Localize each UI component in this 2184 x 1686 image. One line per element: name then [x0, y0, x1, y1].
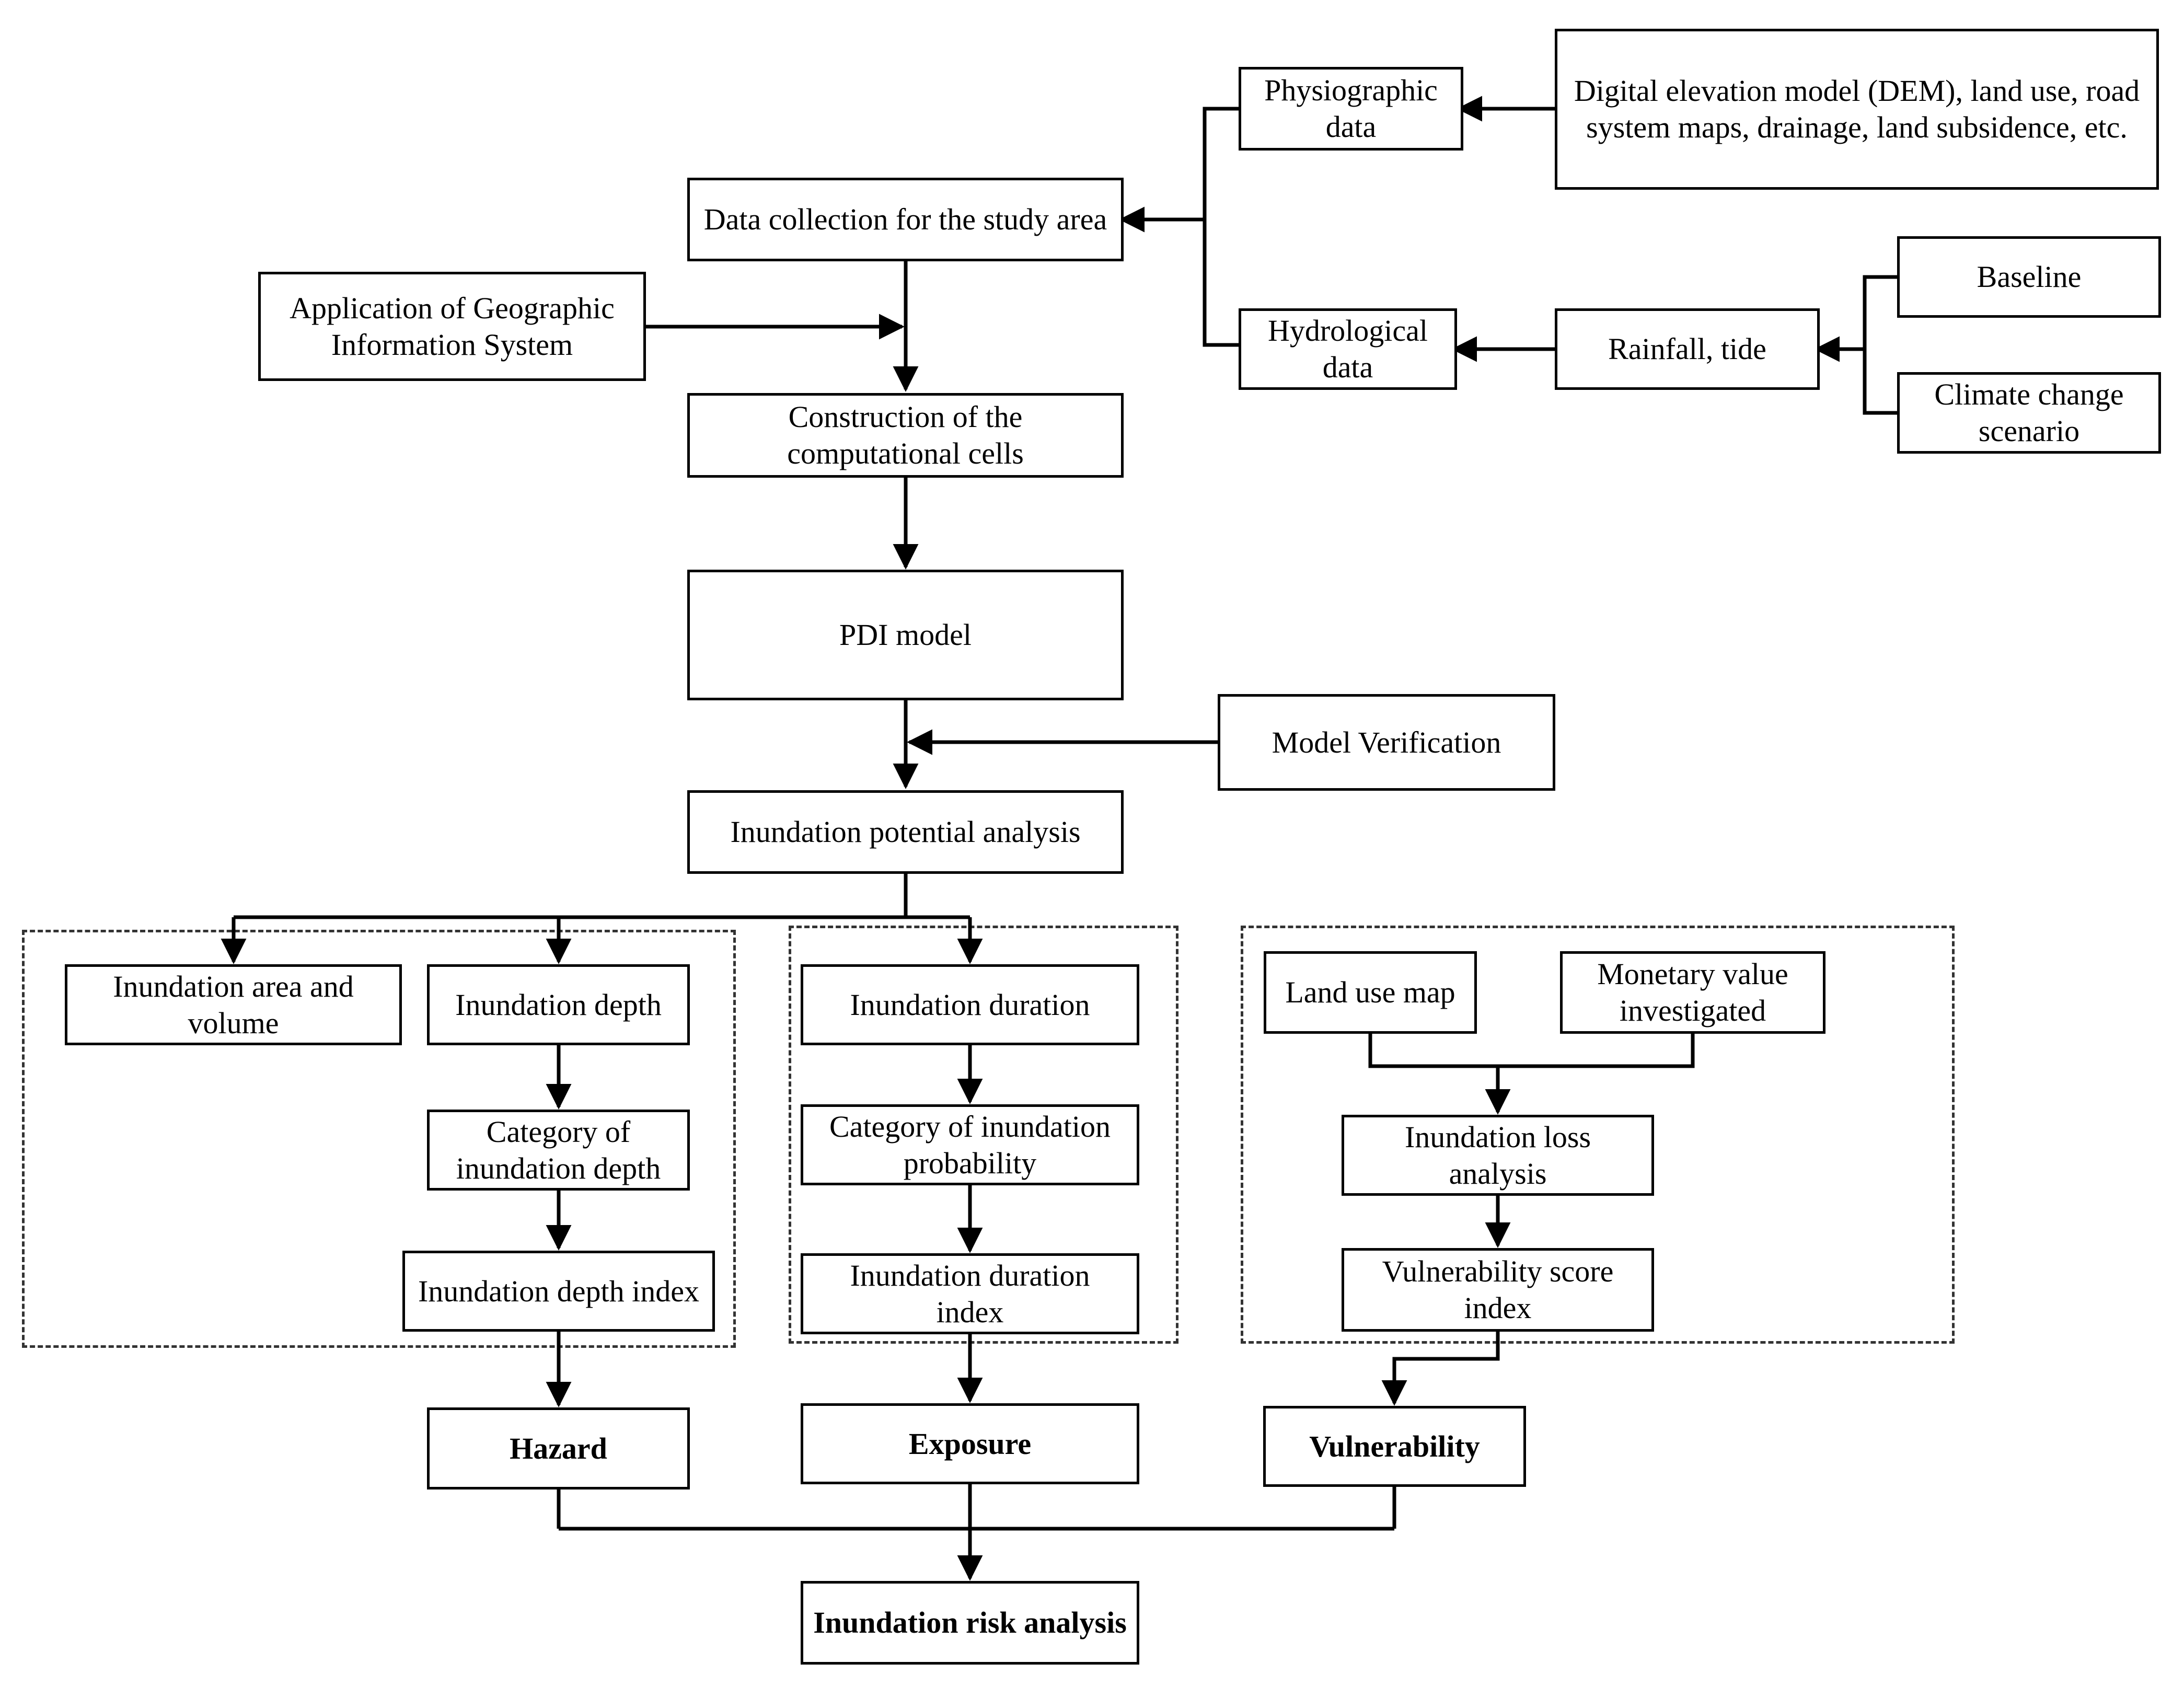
climate-change-box: Climate change scenario: [1897, 372, 2161, 454]
line-physiographic-bracket: [1203, 107, 1239, 347]
vulnerability-box: Vulnerability: [1263, 1406, 1526, 1487]
vulnerability-score-box: Vulnerability score index: [1342, 1248, 1654, 1332]
depth-index-box: Inundation depth index: [402, 1251, 715, 1332]
exposure-group-frame: [789, 926, 1178, 1344]
arrow-score-to-vulnerability: [1381, 1332, 1500, 1406]
category-probability-label: Category of inundation probability: [829, 1109, 1111, 1180]
vulnerability-score-label: Vulnerability score index: [1382, 1254, 1614, 1325]
physiographic-data-box: Physiographic data: [1239, 67, 1463, 151]
hydrological-data-label: Hydrological data: [1267, 314, 1428, 384]
model-verification-box: Model Verification: [1218, 694, 1555, 791]
category-depth-label: Category of inundation depth: [456, 1114, 661, 1185]
vulnerability-group-frame: [1241, 926, 1955, 1344]
gis-label: Application of Geographic Information Sy…: [290, 291, 615, 362]
exposure-box: Exposure: [801, 1403, 1139, 1484]
data-collection-label: Data collection for the study area: [703, 202, 1107, 237]
exposure-label: Exposure: [908, 1426, 1032, 1461]
depth-index-label: Inundation depth index: [418, 1274, 699, 1308]
inundation-potential-box: Inundation potential analysis: [687, 790, 1124, 874]
inundation-loss-label: Inundation loss analysis: [1404, 1119, 1591, 1191]
category-depth-box: Category of inundation depth: [427, 1110, 690, 1191]
hydrological-data-box: Hydrological data: [1239, 308, 1457, 390]
line-scenario-bracket: [1863, 275, 1897, 415]
hazard-box: Hazard: [427, 1407, 690, 1489]
line-landuse-monetary-merge: [1368, 1034, 1695, 1068]
gis-box: Application of Geographic Information Sy…: [258, 272, 646, 381]
monetary-value-label: Monetary value investigated: [1597, 957, 1788, 1027]
rainfall-tide-box: Rainfall, tide: [1555, 308, 1820, 390]
area-volume-label: Inundation area and volume: [113, 969, 354, 1040]
hazard-label: Hazard: [510, 1431, 607, 1465]
category-probability-box: Category of inundation probability: [801, 1104, 1139, 1185]
dem-label: Digital elevation model (DEM), land use,…: [1574, 74, 2140, 144]
inundation-depth-box: Inundation depth: [427, 964, 690, 1045]
model-verification-label: Model Verification: [1272, 725, 1501, 759]
inundation-duration-box: Inundation duration: [801, 964, 1139, 1045]
construction-label: Construction of the computational cells: [787, 400, 1024, 470]
pdi-model-box: PDI model: [687, 570, 1124, 700]
land-use-map-label: Land use map: [1285, 975, 1455, 1010]
vulnerability-label: Vulnerability: [1309, 1429, 1480, 1463]
inundation-risk-label: Inundation risk analysis: [813, 1606, 1127, 1640]
climate-change-label: Climate change scenario: [1934, 377, 2124, 448]
inundation-duration-label: Inundation duration: [850, 987, 1090, 1022]
inundation-depth-label: Inundation depth: [455, 987, 662, 1022]
construction-box: Construction of the computational cells: [687, 393, 1124, 478]
area-volume-box: Inundation area and volume: [65, 964, 402, 1045]
inundation-risk-box: Inundation risk analysis: [801, 1581, 1139, 1665]
duration-index-label: Inundation duration index: [850, 1258, 1090, 1329]
inundation-loss-box: Inundation loss analysis: [1342, 1115, 1654, 1196]
pdi-model-label: PDI model: [839, 618, 972, 652]
data-collection-box: Data collection for the study area: [687, 178, 1124, 261]
duration-index-box: Inundation duration index: [801, 1253, 1139, 1334]
hazard-group-frame: [22, 930, 736, 1348]
inundation-potential-label: Inundation potential analysis: [730, 815, 1081, 849]
rainfall-tide-label: Rainfall, tide: [1608, 332, 1766, 366]
baseline-label: Baseline: [1977, 260, 2082, 294]
baseline-box: Baseline: [1897, 236, 2161, 318]
land-use-map-box: Land use map: [1264, 951, 1477, 1034]
monetary-value-box: Monetary value investigated: [1560, 951, 1825, 1034]
physiographic-data-label: Physiographic data: [1264, 73, 1438, 144]
dem-box: Digital elevation model (DEM), land use,…: [1555, 29, 2159, 190]
